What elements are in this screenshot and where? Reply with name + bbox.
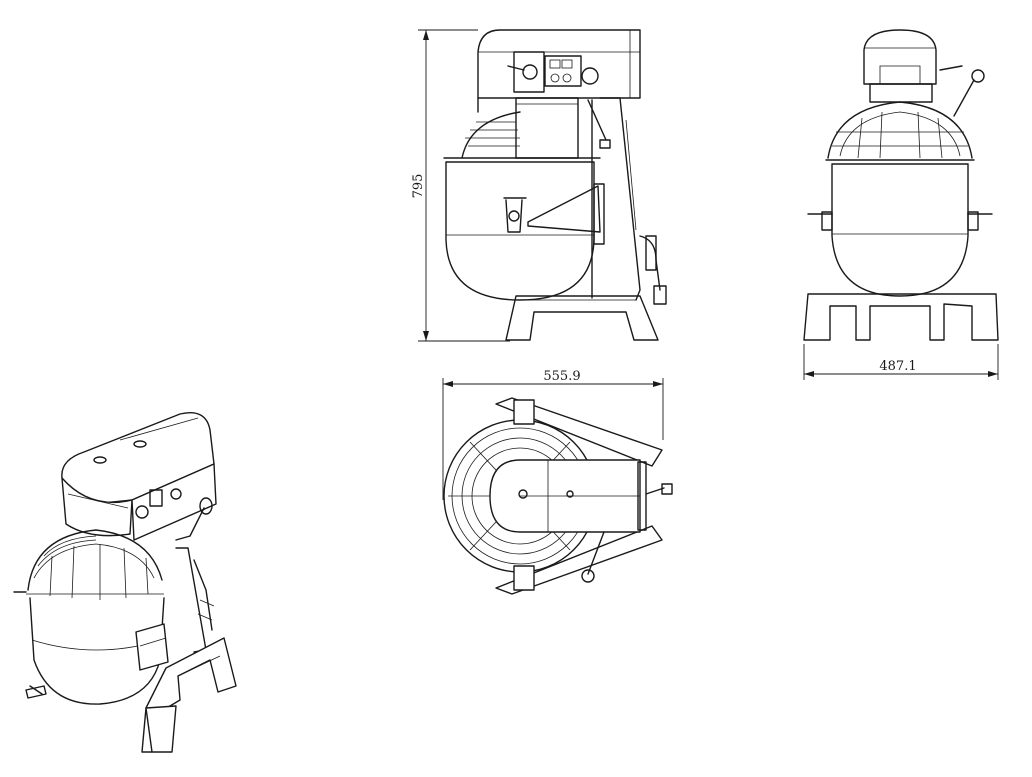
isometric-view [13, 412, 237, 753]
height-dimension-label: 795 [411, 174, 426, 199]
front-elevation-view: 487.1 [803, 29, 999, 380]
side-width-dimension-label: 487.1 [879, 359, 916, 374]
top-plan-view: 555.9 [442, 369, 673, 595]
side-elevation-view: 795 [411, 29, 667, 342]
top-width-dimension-label: 555.9 [543, 369, 580, 384]
